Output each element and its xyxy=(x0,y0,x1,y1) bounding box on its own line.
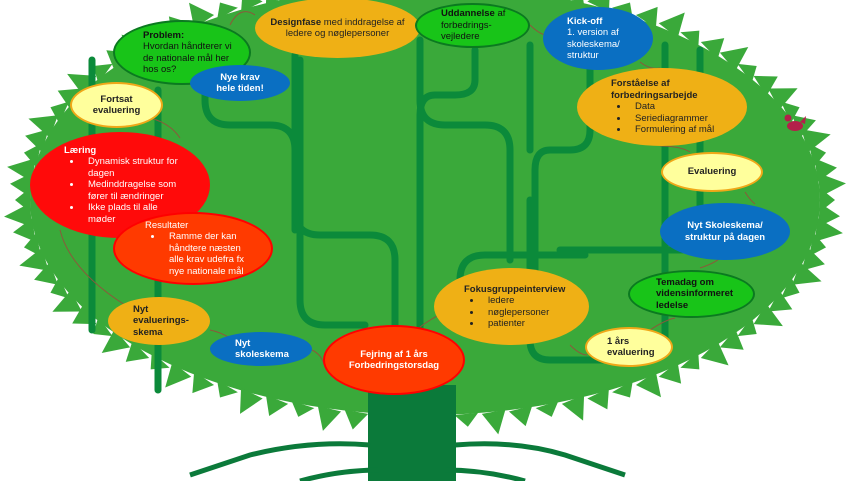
leaf-spike xyxy=(240,387,263,414)
node-fortsat-evaluering: Fortsat evaluering xyxy=(70,82,163,128)
node-nye-krav: Nye krav hele tiden! xyxy=(190,65,290,101)
leaf-spike xyxy=(719,329,744,350)
leaf-spike xyxy=(680,351,700,370)
leaf-spike xyxy=(780,276,800,299)
leaf-spike xyxy=(680,30,700,49)
node-forstaaelse: Forståelse af forbedringsarbejdeDataSeri… xyxy=(577,68,747,146)
bird-icon xyxy=(784,114,806,131)
leaf-spike xyxy=(50,276,70,299)
node-problem: Problem:Hvordan håndterer vi de national… xyxy=(113,20,251,85)
leaf-spike xyxy=(571,0,585,6)
node-1-aars-evaluering: 1 års evaluering xyxy=(585,327,673,367)
leaf-spike xyxy=(317,405,342,431)
leaf-spike xyxy=(700,340,729,366)
node-nyt-evalueringsskema: Nyt evaluerings-skema xyxy=(108,297,210,345)
leaf-spike xyxy=(4,203,32,227)
leaf-spike xyxy=(217,380,238,398)
leaf-spike xyxy=(23,143,42,168)
leaf-spike xyxy=(808,143,827,168)
leaf-spike xyxy=(291,400,315,417)
leaf-spike xyxy=(737,316,757,337)
leaf-spike xyxy=(612,380,633,398)
leaf-spike xyxy=(125,340,150,362)
leaf-spike xyxy=(23,232,42,257)
leaf-spike xyxy=(700,38,725,60)
leaf-spike xyxy=(818,173,846,197)
leaf-spike xyxy=(780,101,800,124)
leaf-spike xyxy=(635,6,658,29)
leaf-spike xyxy=(814,218,843,242)
leaf-spike xyxy=(801,247,825,271)
leaf-spike xyxy=(25,129,49,153)
node-evaluering: Evaluering xyxy=(661,152,763,192)
leaf-spike xyxy=(265,0,279,6)
node-temadag: Temadag om vidensinformeret ledelse xyxy=(628,270,755,318)
node-fokusgruppeinterview: Fokusgruppeinterviewlederenøglepersonerp… xyxy=(434,268,589,345)
leaf-spike xyxy=(808,232,827,257)
leaf-spike xyxy=(801,129,831,153)
leaf-spike xyxy=(93,63,113,84)
leaf-spike xyxy=(737,63,757,84)
leaf-spike xyxy=(10,173,32,197)
leaf-spike xyxy=(50,101,70,124)
leaf-spike xyxy=(28,115,58,138)
node-nyt-skoleskema-struktur: Nyt Skoleskema/ struktur på dagen xyxy=(660,203,790,260)
leaf-spike xyxy=(19,247,49,271)
leaf-spike xyxy=(241,0,263,13)
leaf-spike xyxy=(265,394,289,417)
leaf-spike xyxy=(753,303,783,327)
leaf-spike xyxy=(658,12,685,38)
leaf-spike xyxy=(7,158,36,182)
leaf-spike xyxy=(753,75,778,97)
leaf-spike xyxy=(344,409,369,430)
leaf-spike xyxy=(561,394,585,421)
leaf-spike xyxy=(635,371,661,398)
leaf-spike xyxy=(34,262,58,285)
leaf-spike xyxy=(792,262,822,285)
node-nyt-skoleskema: Nyt skoleskema xyxy=(210,332,312,366)
leaf-spike xyxy=(93,316,113,337)
node-designfase: Designfase med inddragelse af ledere og … xyxy=(255,0,420,58)
leaf-spike xyxy=(818,203,840,227)
leaf-spike xyxy=(658,362,682,384)
leaf-spike xyxy=(165,362,192,388)
leaf-spike xyxy=(719,47,749,71)
leaf-spike xyxy=(508,405,533,427)
leaf-spike xyxy=(481,409,506,435)
leaf-spike xyxy=(792,115,816,138)
leaf-spike xyxy=(101,329,131,353)
node-uddannelse: Uddannelse af forbedrings-vejledere xyxy=(415,3,530,48)
leaf-spike xyxy=(535,400,559,417)
leaf-spike xyxy=(768,88,798,110)
leaf-spike xyxy=(192,371,215,394)
leaf-spike xyxy=(217,2,238,20)
leaf-spike xyxy=(454,412,479,427)
roots xyxy=(189,441,626,481)
trunk xyxy=(368,385,456,481)
leaf-spike xyxy=(587,387,609,410)
leaf-spike xyxy=(52,290,82,312)
node-fejring: Fejring af 1 års Forbedringstorsdag xyxy=(323,325,465,395)
leaf-spike xyxy=(768,290,793,312)
node-resultater: ResultaterRamme der kan håndtere næsten … xyxy=(113,212,273,285)
